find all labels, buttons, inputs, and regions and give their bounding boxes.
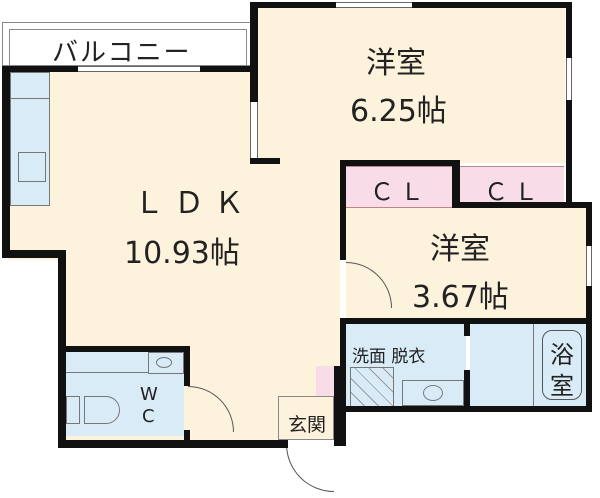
entrance — [278, 396, 334, 440]
western-room-1 — [255, 8, 565, 163]
balcony-window[interactable] — [78, 66, 200, 72]
bath-label-top: 浴 — [550, 341, 574, 369]
balcony-label: バルコニー — [52, 38, 192, 68]
washroom-label: 洗面 脱衣 — [352, 347, 426, 367]
wash-basin — [402, 380, 464, 406]
kitchen-sink — [18, 152, 46, 182]
kitchen-counter — [10, 72, 50, 206]
washer-space — [350, 367, 394, 407]
closet-1-label: ＣＬ — [370, 178, 430, 206]
western-room-1-size: 6.25帖 — [350, 94, 447, 129]
ldk-name: ＬＤＫ — [134, 186, 254, 221]
bath-label-bottom: 室 — [550, 372, 574, 400]
western-room-1-name: 洋室 — [366, 46, 426, 81]
closet-1 — [346, 166, 452, 208]
wc-label-top: W — [140, 384, 158, 405]
shoe-cabinet — [316, 366, 338, 396]
entrance-label: 玄関 — [288, 414, 327, 436]
bathroom — [470, 324, 586, 406]
closet-2-label: ＣＬ — [484, 178, 544, 206]
closet-2 — [460, 166, 564, 202]
front-door — [286, 444, 334, 492]
ldk-size: 10.93帖 — [124, 236, 240, 271]
bath-label-frame — [542, 330, 582, 400]
western-room-1-window-right[interactable] — [566, 58, 572, 100]
western-room-2-size: 3.67帖 — [412, 280, 509, 315]
western-room-2-name: 洋室 — [430, 232, 490, 267]
toilet — [66, 396, 80, 424]
wc-label-bottom: C — [142, 406, 155, 427]
western-room-2-window[interactable] — [586, 246, 592, 286]
western-room-1-window-top[interactable] — [336, 2, 412, 8]
